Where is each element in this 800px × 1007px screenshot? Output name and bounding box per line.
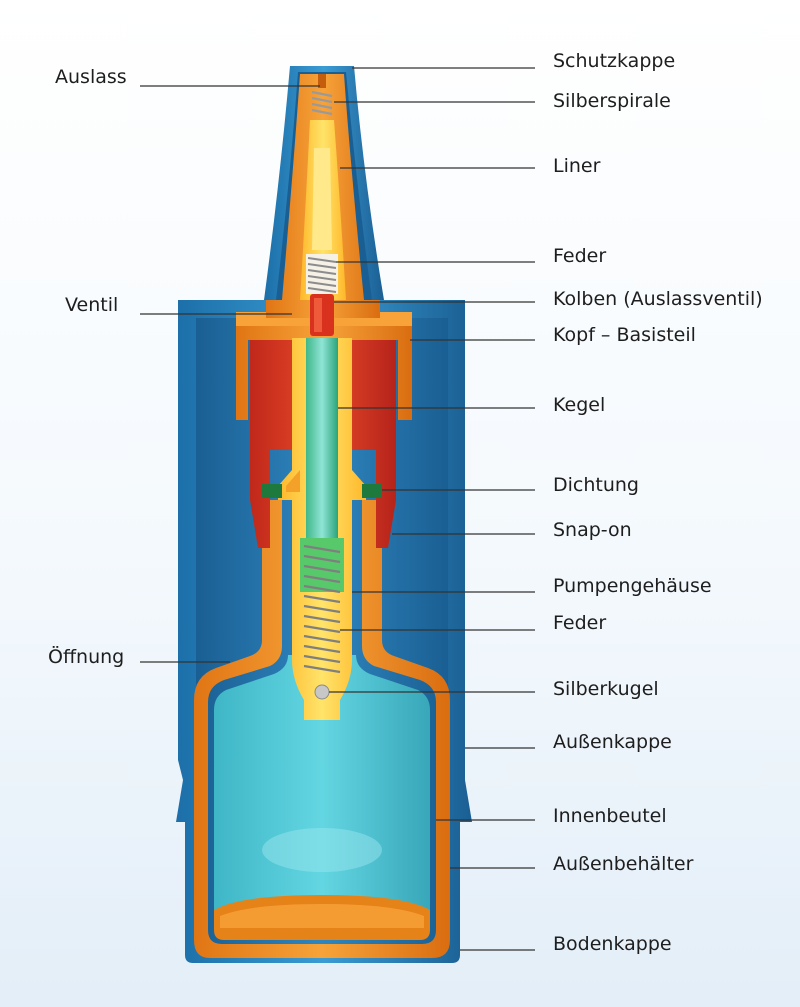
label-feder-top: Feder <box>553 245 607 267</box>
label-silberspirale: Silberspirale <box>553 90 671 112</box>
label-schutzkappe: Schutzkappe <box>553 50 676 72</box>
leader-lines <box>140 67 535 951</box>
label-kolben: Kolben (Auslassventil) <box>553 288 763 310</box>
label-innenbeutel: Innenbeutel <box>553 805 667 827</box>
label-feder-bottom: Feder <box>553 612 607 634</box>
top-spring <box>306 254 338 294</box>
label-ventil: Ventil <box>65 294 119 316</box>
label-aussenkappe: Außenkappe <box>553 731 672 753</box>
label-auslass: Auslass <box>55 66 127 88</box>
silver-spiral <box>311 90 333 116</box>
stem <box>300 338 344 592</box>
label-liner: Liner <box>553 155 601 177</box>
label-pumpengehaeuse: Pumpengehäuse <box>553 575 712 597</box>
lower-spring <box>303 544 341 674</box>
piston <box>310 294 334 336</box>
label-silberkugel: Silberkugel <box>553 678 659 700</box>
label-kopf-basisteil: Kopf – Basisteil <box>553 324 696 346</box>
label-kegel: Kegel <box>553 394 606 416</box>
label-aussenbehaelter: Außenbehälter <box>553 853 694 875</box>
label-oeffnung: Öffnung <box>48 646 125 668</box>
cone-body <box>250 340 396 548</box>
inner-bag <box>194 500 450 958</box>
silver-ball <box>314 684 330 700</box>
gasket <box>262 484 382 498</box>
label-snap-on: Snap-on <box>553 519 632 541</box>
label-dichtung: Dichtung <box>553 474 639 496</box>
label-bodenkappe: Bodenkappe <box>553 933 672 955</box>
